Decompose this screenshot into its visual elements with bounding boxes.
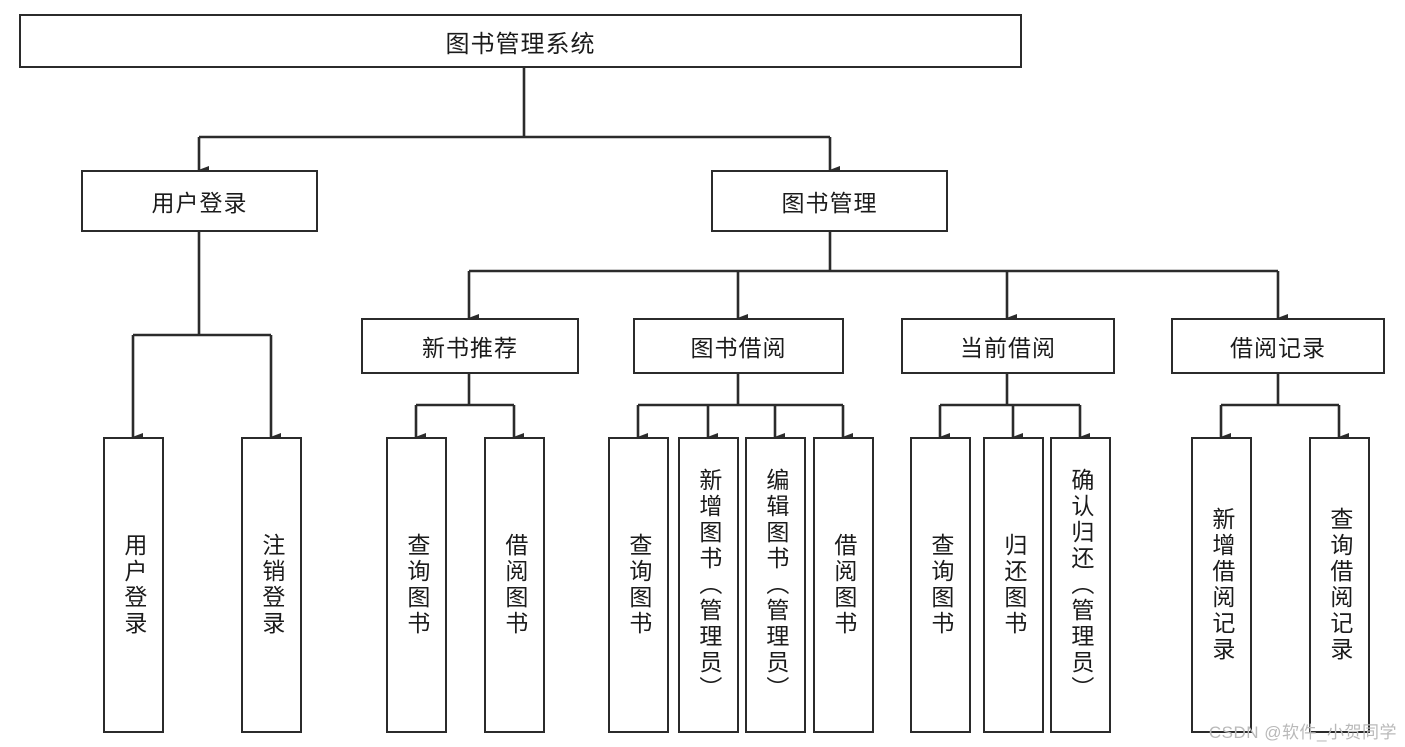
leaf-node[interactable]: 编辑图书（管理员） [745, 437, 806, 733]
leaf-node-label: 借阅图书 [501, 533, 528, 637]
leaf-node[interactable]: 用户登录 [103, 437, 164, 733]
leaf-node[interactable]: 确认归还（管理员） [1050, 437, 1111, 733]
leaf-node-label: 查询图书 [403, 533, 430, 637]
leaf-node[interactable]: 查询图书 [608, 437, 669, 733]
node-borrow-record-label: 借阅记录 [1230, 335, 1326, 361]
leaf-node[interactable]: 归还图书 [983, 437, 1044, 733]
node-root[interactable]: 图书管理系统 [19, 14, 1022, 68]
leaf-node[interactable]: 查询图书 [386, 437, 447, 733]
node-new-book-recommend[interactable]: 新书推荐 [361, 318, 579, 374]
node-user-login-label: 用户登录 [151, 190, 248, 216]
node-current-borrow[interactable]: 当前借阅 [901, 318, 1115, 374]
leaf-node[interactable]: 注销登录 [241, 437, 302, 733]
leaf-node-label: 新增借阅记录 [1208, 507, 1235, 663]
leaf-node[interactable]: 新增借阅记录 [1191, 437, 1252, 733]
node-book-management-label: 图书管理 [781, 190, 878, 216]
node-book-borrow[interactable]: 图书借阅 [633, 318, 844, 374]
node-book-borrow-label: 图书借阅 [690, 335, 787, 361]
node-borrow-record[interactable]: 借阅记录 [1171, 318, 1385, 374]
node-root-label: 图书管理系统 [445, 30, 596, 58]
node-current-borrow-label: 当前借阅 [960, 335, 1056, 361]
leaf-node-label: 新增图书（管理员） [695, 468, 722, 702]
node-book-management[interactable]: 图书管理 [711, 170, 948, 232]
leaf-node-label: 查询图书 [625, 533, 652, 637]
leaf-node-label: 查询图书 [927, 533, 954, 637]
node-user-login[interactable]: 用户登录 [81, 170, 318, 232]
leaf-node[interactable]: 新增图书（管理员） [678, 437, 739, 733]
leaf-node-label: 编辑图书（管理员） [762, 468, 789, 702]
leaf-node-label: 确认归还（管理员） [1067, 468, 1094, 702]
node-new-book-recommend-label: 新书推荐 [422, 335, 518, 361]
leaf-node-label: 归还图书 [1000, 533, 1027, 637]
leaf-node-label: 注销登录 [258, 533, 285, 637]
leaf-node-label: 用户登录 [120, 533, 147, 637]
leaf-node[interactable]: 查询借阅记录 [1309, 437, 1370, 733]
leaf-node-label: 查询借阅记录 [1326, 507, 1353, 663]
leaf-node[interactable]: 借阅图书 [813, 437, 874, 733]
csdn-watermark: CSDN @软件_小贺同学 [1208, 723, 1397, 742]
leaf-node[interactable]: 借阅图书 [484, 437, 545, 733]
leaf-node-label: 借阅图书 [830, 533, 857, 637]
leaf-node[interactable]: 查询图书 [910, 437, 971, 733]
